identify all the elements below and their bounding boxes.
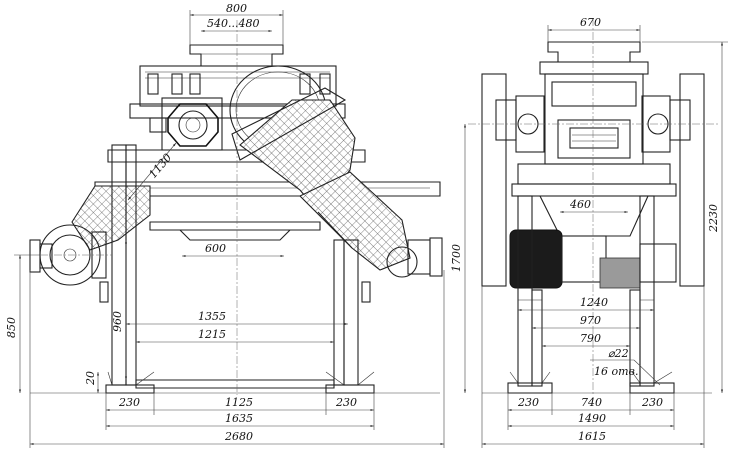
dim-1215: 1215 [198,328,226,341]
front-dimensions: 800 540...480 1130 600 1355 1215 960 850… [5,2,445,448]
dim-800: 800 [226,2,247,15]
dim-850: 850 [5,317,18,338]
side-bottom-230-right: 230 [641,396,663,409]
dim-1240: 1240 [580,296,608,309]
dim-540-480: 540...480 [207,17,259,30]
dim-bottom-1635: 1635 [225,412,253,425]
dim-970: 970 [580,314,601,327]
side-view [468,18,718,395]
dim-960: 960 [111,311,124,332]
side-bottom-230-left: 230 [517,396,539,409]
dim-1130: 1130 [146,151,174,181]
hole-diameter: ⌀22 [608,347,629,360]
dim-790: 790 [580,332,601,345]
dim-bottom-2680: 2680 [224,430,253,443]
dim-bottom-1125: 1125 [225,396,253,409]
holes-count: 16 отв. [594,365,638,378]
dim-600: 600 [205,242,226,255]
side-dimensions: 670 460 1700 2230 1240 970 790 ⌀22 16 от… [450,16,728,448]
front-view [29,20,443,395]
side-bottom-1615: 1615 [578,430,606,443]
dim-bottom-230-right: 230 [335,396,357,409]
dim-1700: 1700 [450,244,463,272]
dim-460: 460 [569,198,591,211]
dim-20: 20 [84,371,97,386]
side-bottom-1490: 1490 [578,412,606,425]
dim-bottom-230-left: 230 [118,396,140,409]
side-bottom-740: 740 [581,396,602,409]
dim-2230: 2230 [707,204,720,233]
dim-670: 670 [580,16,601,29]
dim-1355: 1355 [198,310,226,323]
